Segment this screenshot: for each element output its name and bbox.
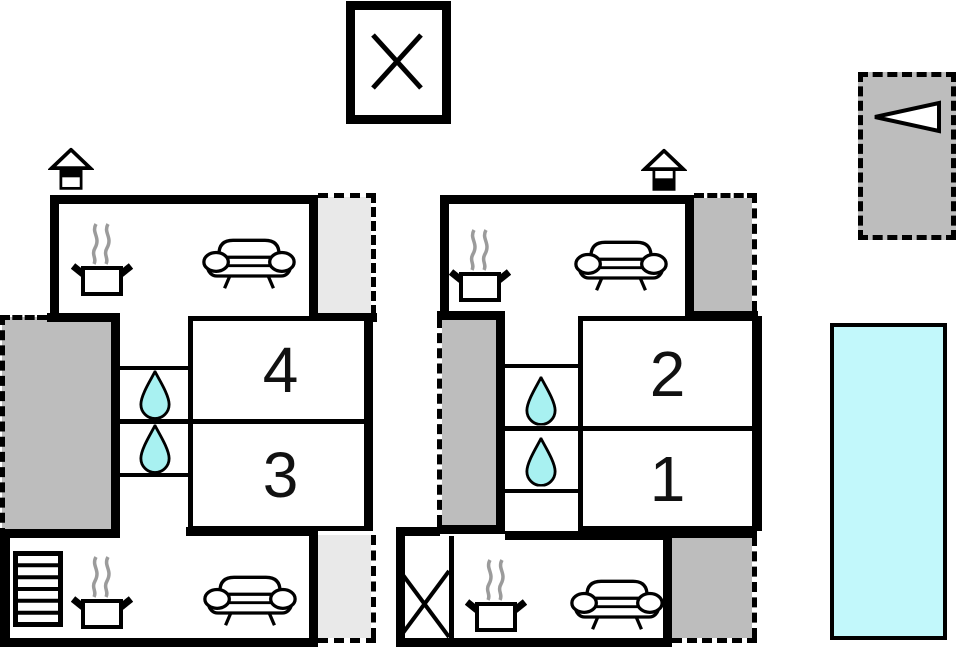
dashed-boundary — [318, 638, 376, 643]
wall-segment — [50, 195, 59, 318]
partition-line — [505, 364, 578, 368]
dashed-boundary — [0, 315, 5, 538]
wall-segment — [685, 311, 758, 320]
wall-segment — [47, 313, 120, 322]
wall-segment — [437, 525, 505, 534]
terrace-dark-top-right-unit — [694, 198, 752, 311]
wall-segment — [186, 527, 309, 536]
wall-segment — [309, 531, 318, 647]
wall-segment — [50, 195, 318, 204]
wall-segment — [753, 316, 762, 531]
stove-icon — [70, 220, 134, 296]
dashed-boundary — [672, 638, 757, 643]
wall-segment — [440, 195, 449, 318]
swimming-pool — [830, 323, 947, 640]
wall-segment — [309, 195, 318, 322]
partition-line — [505, 426, 578, 431]
stove-icon — [70, 553, 134, 629]
stove-icon — [448, 226, 512, 302]
dashed-boundary — [694, 193, 757, 198]
dashed-boundary — [371, 193, 376, 315]
wall-segment — [396, 638, 672, 647]
wall-segment — [0, 538, 10, 647]
partition-line — [120, 366, 188, 370]
stove-icon — [464, 556, 528, 632]
wall-segment — [505, 531, 672, 540]
bedroom-box-right — [578, 316, 757, 531]
wall-segment — [364, 316, 373, 531]
water-drop-icon — [139, 424, 171, 474]
wall-segment — [437, 311, 505, 320]
wall-segment — [111, 313, 120, 538]
skylight-x-icon — [371, 33, 423, 90]
terrace-dark-bottom-right-unit — [672, 538, 752, 638]
stairs-icon — [13, 551, 63, 627]
skylight-box — [346, 1, 451, 124]
sofa-icon — [203, 568, 297, 628]
closet-wall — [449, 536, 454, 638]
chimney-icon — [641, 148, 687, 193]
wall-segment — [663, 527, 672, 647]
terrace-dark-left — [2, 317, 111, 529]
partition-line — [120, 419, 188, 424]
sofa-icon — [202, 231, 296, 291]
bedroom-3-label: 3 — [262, 439, 299, 511]
dashed-boundary — [318, 193, 376, 198]
water-drop-icon — [139, 370, 171, 420]
wall-segment — [496, 311, 505, 534]
wardrobe-icon — [398, 568, 451, 640]
water-drop-icon — [525, 437, 557, 487]
wall-segment — [396, 527, 405, 647]
bedroom-4-label: 4 — [262, 334, 299, 406]
chimney-icon — [48, 147, 94, 192]
dashed-boundary — [752, 536, 757, 638]
wall-segment — [396, 527, 440, 536]
dashed-boundary — [371, 535, 376, 638]
direction-marker-box — [858, 72, 956, 240]
dashed-boundary — [752, 193, 757, 311]
partition-line — [505, 489, 578, 493]
terrace-dark-mid-right-unit — [442, 320, 496, 525]
bedroom-1-label: 1 — [649, 442, 686, 515]
west-arrow-icon — [874, 100, 941, 134]
partition-line — [120, 473, 188, 477]
water-drop-icon — [525, 376, 557, 426]
dashed-boundary — [0, 315, 47, 320]
wall-segment — [440, 195, 690, 204]
sofa-icon — [574, 233, 668, 293]
wall-segment — [0, 638, 318, 647]
terrace-light-bottom-left-unit — [318, 535, 371, 638]
sofa-icon — [570, 572, 664, 632]
wall-segment — [685, 195, 694, 320]
dashed-boundary — [437, 318, 442, 525]
room-divider — [580, 426, 755, 431]
terrace-light-top-left-unit — [318, 197, 371, 313]
bedroom-2-label: 2 — [649, 337, 686, 410]
room-divider — [190, 419, 371, 424]
wall-segment — [0, 529, 120, 538]
wall-segment — [663, 529, 757, 538]
